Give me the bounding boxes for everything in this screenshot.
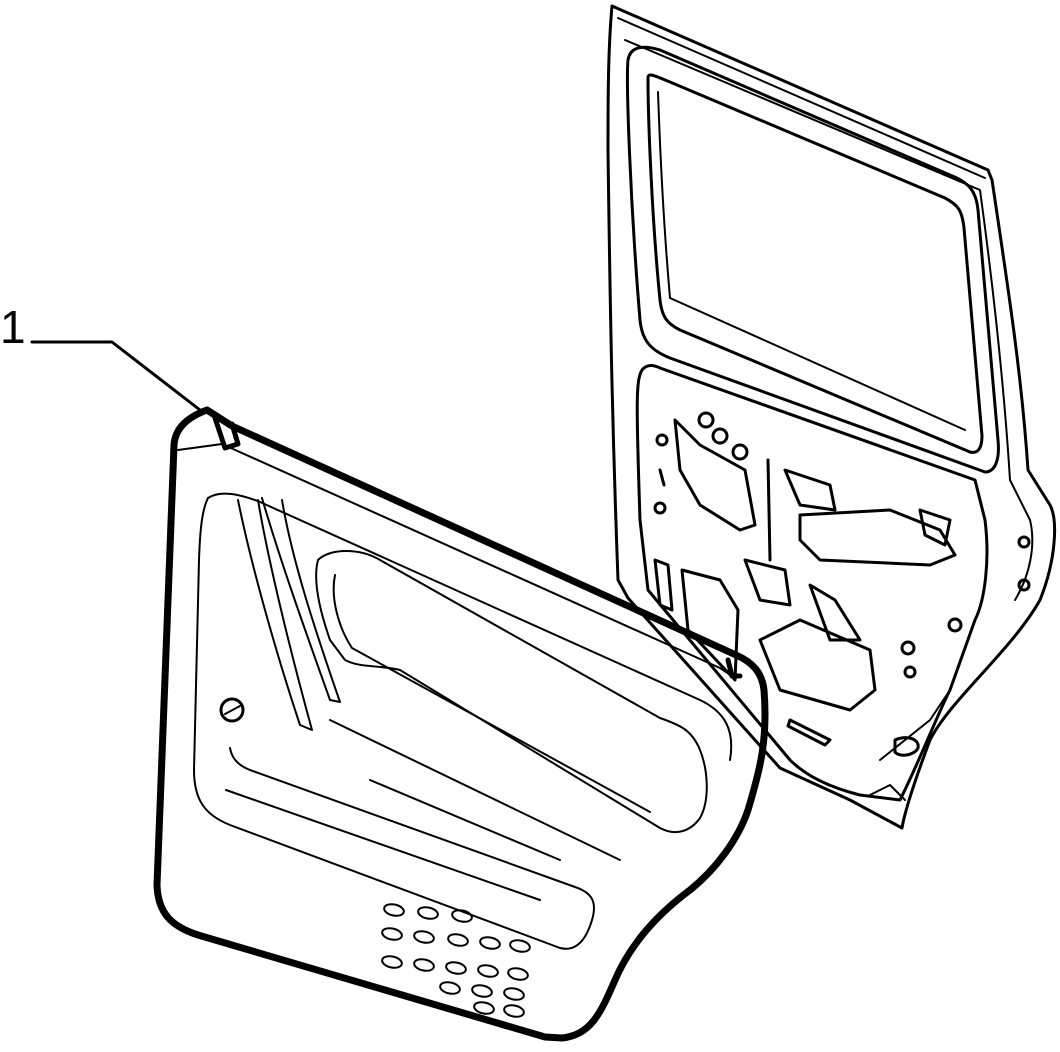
trim-crease-1 [329,719,621,861]
door-shell [606,4,1057,830]
trim-side-clip [725,657,743,679]
door-shell-outline [606,4,1057,830]
trim-top-ridge [177,443,736,679]
lower-cavity-outline [635,364,989,802]
grille-slot [503,1004,525,1018]
grille-slot [417,906,439,920]
inner-panel-openings [653,411,1031,801]
grille-slot [381,927,403,941]
trim-panel-outline [153,406,769,1042]
callout-1-number: 1 [0,301,26,353]
grille-slot [413,930,435,944]
speaker-grille [381,903,531,1018]
grille-slot [383,903,405,917]
grille-slot [381,955,403,969]
grille-slot [477,964,499,978]
trim-crease-3 [225,789,541,901]
trim-upper-recess-inner [332,574,651,813]
armrest-strap [237,499,313,731]
grille-slot [473,1001,495,1015]
trim-round-plug [219,697,245,723]
trim-crease-2 [369,779,561,861]
grille-slot [509,939,531,953]
window-frame-outer [626,45,1000,474]
grille-slot [439,981,461,995]
grille-slot [445,961,467,975]
grille-slot [507,967,529,981]
grille-slot [413,958,435,972]
door-shell-top-edge [617,17,986,179]
trim-top-clip [212,415,241,451]
door-shell-frame [624,39,1034,601]
armrest-strap-2 [261,497,341,703]
window-glass-edge [657,91,966,431]
grille-slot [503,987,525,1001]
callout-1-leader [30,340,202,412]
grille-slot [447,933,469,947]
grille-slot [471,984,493,998]
door-trim-panel [153,406,769,1042]
trim-upper-recess [315,550,708,834]
window-frame-inner [646,73,984,454]
trim-inner-border-top [207,492,733,761]
grille-slot [479,936,501,950]
trim-inner-border [193,497,595,950]
grille-slot [451,909,473,923]
callout-1: 1 [0,301,202,412]
